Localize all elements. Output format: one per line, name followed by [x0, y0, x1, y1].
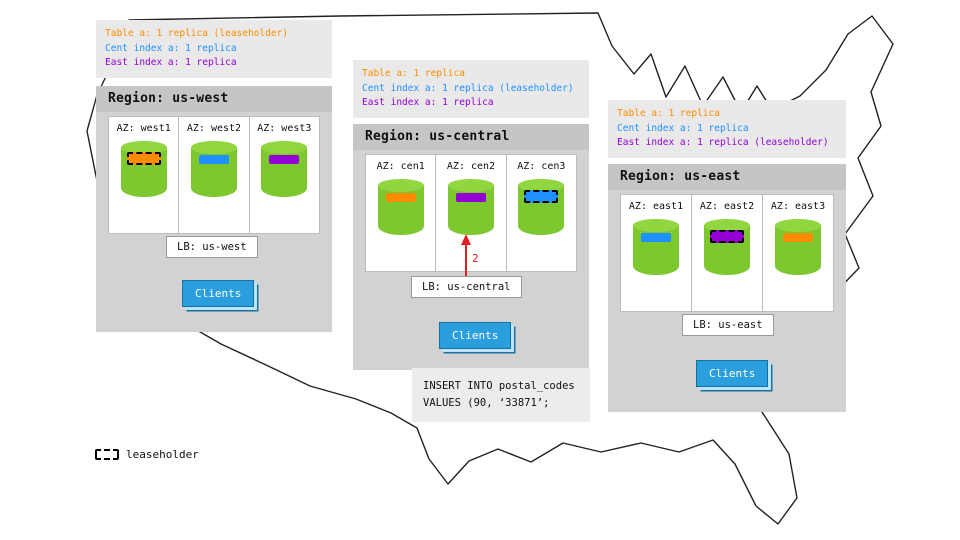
az-panel: AZ: west1 AZ: west2 AZ: west3 — [108, 116, 320, 234]
az-panel: AZ: east1 AZ: east2 AZ: east3 — [620, 194, 834, 312]
az-label: AZ: cen2 — [446, 161, 496, 172]
region-title: Region: us-west — [96, 86, 332, 112]
legend-line-table: Table a: 1 replica — [362, 68, 465, 79]
sql-line-1: INSERT INTO postal_codes — [423, 380, 575, 392]
cylinder-top — [377, 179, 424, 192]
cylinder-top — [775, 219, 821, 232]
load-balancer-box: LB: us-east — [682, 314, 774, 336]
az-label: AZ: east2 — [699, 201, 755, 212]
replica-bar — [269, 155, 300, 164]
legend-line-cent-index: Cent index a: 1 replica — [105, 42, 237, 54]
replica-bar — [198, 155, 229, 164]
database-cylinder — [190, 141, 237, 197]
database-cylinder — [261, 141, 308, 197]
insert-write-arrow: 2 — [459, 234, 489, 276]
cylinder-top — [518, 179, 565, 192]
az-label: AZ: east1 — [628, 201, 684, 212]
database-cylinder — [775, 219, 821, 275]
az-label: AZ: west3 — [257, 123, 312, 134]
sql-line-2: VALUES (90, ‘33871’; — [423, 396, 550, 409]
database-cylinder — [633, 219, 679, 275]
legend-line-table: Table a: 1 replica — [617, 108, 720, 119]
cylinder-top — [704, 219, 750, 232]
cylinder-top — [190, 141, 237, 154]
replica-legend-us-east: Table a: 1 replica Cent index a: 1 repli… — [608, 100, 846, 159]
sql-insert-note: INSERT INTO postal_codes VALUES (90, ‘33… — [412, 368, 590, 422]
cylinder-top — [261, 141, 308, 154]
arrow-step-label: 2 — [472, 252, 479, 265]
database-cylinder — [120, 141, 167, 197]
cylinder-top — [447, 179, 494, 192]
leaseholder-swatch-icon — [95, 449, 119, 460]
database-cylinder — [518, 179, 565, 235]
replica-bar — [385, 193, 416, 202]
az-column: AZ: west2 — [179, 117, 250, 233]
az-column: AZ: east2 — [692, 195, 763, 311]
legend-line-cent-index: Cent index a: 1 replica (leaseholder) — [362, 82, 574, 94]
region-panel-us-central: Region: us-central AZ: cen1 AZ: cen2 AZ:… — [353, 124, 589, 370]
legend-line-east-index: East index a: 1 replica — [362, 97, 494, 109]
az-label: AZ: west2 — [186, 123, 242, 134]
az-panel: AZ: cen1 AZ: cen2 AZ: cen3 — [365, 154, 577, 272]
az-column: AZ: west1 — [109, 117, 180, 233]
clients-button: Clients — [182, 280, 255, 307]
az-label: AZ: east3 — [770, 201, 826, 212]
az-column: AZ: east3 — [763, 195, 833, 311]
load-balancer-box: LB: us-west — [166, 236, 258, 258]
cylinder-top — [633, 219, 679, 232]
az-label: AZ: west1 — [116, 123, 171, 134]
az-label: AZ: cen3 — [517, 161, 566, 172]
replica-bar-leaseholder — [126, 152, 161, 165]
region-title: Region: us-east — [608, 164, 846, 190]
cylinder-top — [120, 141, 167, 154]
replica-bar — [455, 193, 486, 202]
az-column: AZ: cen2 — [436, 155, 507, 271]
replica-legend-us-west: Table a: 1 replica (leaseholder) Cent in… — [96, 20, 332, 79]
legend-line-table: Table a: 1 replica (leaseholder) — [105, 28, 289, 39]
leaseholder-key-label: leaseholder — [126, 448, 199, 461]
legend-line-cent-index: Cent index a: 1 replica — [617, 122, 749, 134]
database-cylinder — [447, 179, 494, 235]
database-cylinder — [377, 179, 424, 235]
az-column: AZ: cen1 — [366, 155, 437, 271]
replica-bar — [641, 233, 671, 242]
legend-line-east-index: East index a: 1 replica — [105, 57, 237, 69]
region-title: Region: us-central — [353, 124, 589, 150]
replica-bar-leaseholder — [710, 230, 744, 243]
clients-button: Clients — [696, 360, 769, 387]
replica-legend-us-central: Table a: 1 replica Cent index a: 1 repli… — [353, 60, 589, 119]
az-column: AZ: cen3 — [507, 155, 576, 271]
region-panel-us-east: Region: us-east AZ: east1 AZ: east2 AZ: … — [608, 164, 846, 412]
region-panel-us-west: Region: us-west AZ: west1 AZ: west2 AZ: … — [96, 86, 332, 332]
az-column: AZ: west3 — [250, 117, 319, 233]
database-cylinder — [704, 219, 750, 275]
leaseholder-key: leaseholder — [95, 448, 199, 461]
load-balancer-box: LB: us-central — [411, 276, 522, 298]
replica-bar — [783, 233, 813, 242]
clients-button: Clients — [439, 322, 512, 349]
legend-line-east-index: East index a: 1 replica (leaseholder) — [617, 137, 829, 149]
az-label: AZ: cen1 — [376, 161, 425, 172]
replica-bar-leaseholder — [524, 190, 559, 203]
az-column: AZ: east1 — [621, 195, 692, 311]
